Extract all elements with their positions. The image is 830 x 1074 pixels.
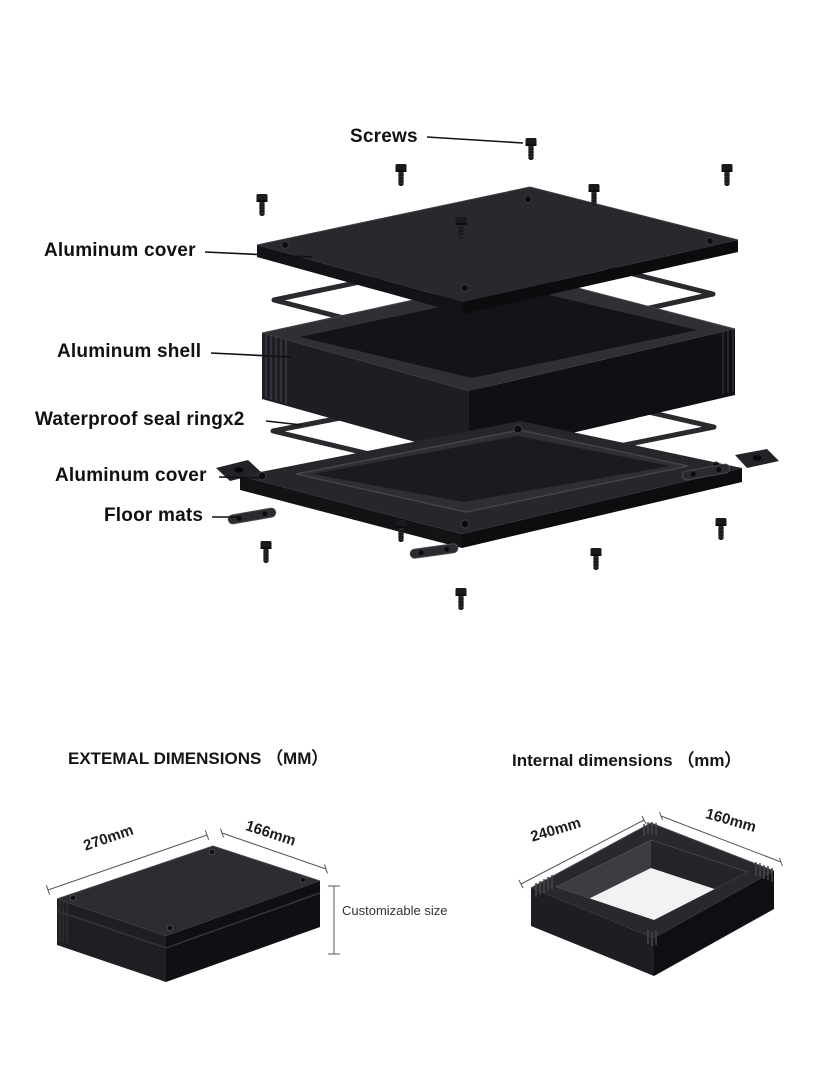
screw-icon xyxy=(259,540,273,564)
customizable-size-note: Customizable size xyxy=(342,903,448,918)
screw-icon xyxy=(714,517,728,541)
screw-icon xyxy=(524,137,538,161)
label-waterproof-seal-ring: Waterproof seal ringx2 xyxy=(35,409,245,430)
label-aluminum-cover-top: Aluminum cover xyxy=(44,240,196,261)
external-dimensions-title: EXTEMAL DIMENSIONS （MM） xyxy=(68,749,329,768)
screw-icon xyxy=(720,163,734,187)
label-aluminum-shell: Aluminum shell xyxy=(57,341,202,362)
label-screws: Screws xyxy=(350,126,418,147)
floor-mats-shape xyxy=(227,463,731,559)
aluminum-cover-bottom-shape xyxy=(216,421,779,548)
screw-icon xyxy=(255,193,269,217)
leader-lines xyxy=(204,136,524,518)
label-floor-mats: Floor mats xyxy=(104,505,204,526)
internal-dimensions-diagram xyxy=(518,811,783,976)
label-aluminum-cover-bottom: Aluminum cover xyxy=(55,465,207,486)
external-dimensions-diagram xyxy=(45,828,340,982)
screw-icon xyxy=(454,587,468,611)
internal-dimensions-title: Internal dimensions （mm） xyxy=(512,751,742,770)
screw-icon xyxy=(394,163,408,187)
screw-icon xyxy=(589,547,603,571)
aluminum-cover-top-shape xyxy=(256,186,739,314)
aluminum-shell-shape xyxy=(261,274,736,457)
